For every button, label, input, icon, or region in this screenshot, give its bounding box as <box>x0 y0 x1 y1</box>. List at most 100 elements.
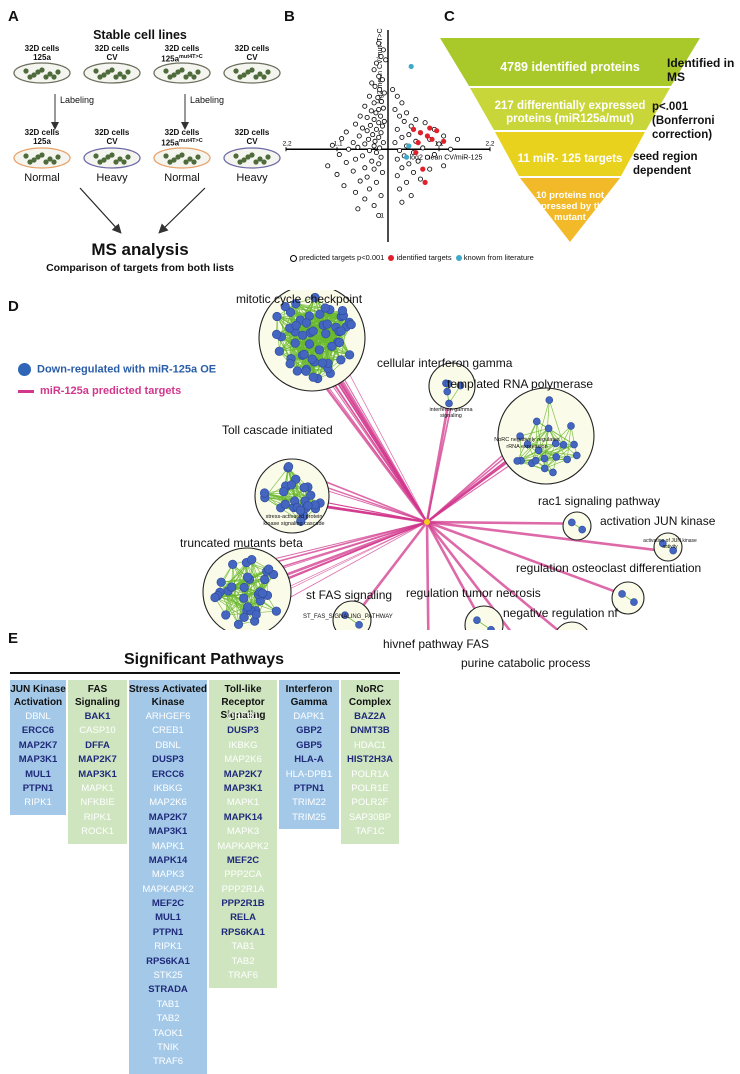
scatter-point-predicted <box>423 121 427 125</box>
dish-top-3 <box>154 63 210 83</box>
gene-node <box>545 425 552 432</box>
gene-name: HDAC1 <box>341 739 399 753</box>
cluster-label-nf: negative regulation nf <box>503 606 618 620</box>
scatter-point-predicted <box>379 131 383 135</box>
gene-node <box>318 359 327 368</box>
gene-name: HLA-A <box>279 753 339 767</box>
gene-name: MAPK14 <box>209 811 277 825</box>
gene-node <box>579 526 586 533</box>
gene-name: MAP2K7 <box>68 753 127 767</box>
gene-node <box>227 583 236 592</box>
scatter-point-predicted <box>395 127 399 131</box>
gene-name: RELA <box>209 911 277 925</box>
predicted-edge-icon <box>18 390 34 393</box>
pathway-column-header: NoRC Complex <box>341 683 399 709</box>
gene-node <box>286 359 295 368</box>
legend-predicted-targets: miR-125a predicted targets <box>18 385 181 397</box>
gene-name: CASP10 <box>68 724 127 738</box>
gene-node <box>302 367 311 376</box>
scatter-point-predicted <box>367 94 371 98</box>
scatter-point-predicted <box>365 175 369 179</box>
gene-name: TNIK <box>129 1041 207 1055</box>
scatter-point-predicted <box>356 145 360 149</box>
gene-name: PPP2R1B <box>209 897 277 911</box>
scatter-point-predicted <box>378 146 382 150</box>
scatter-point-literature <box>404 155 409 160</box>
gene-node <box>309 327 318 336</box>
scatter-point-predicted <box>373 139 377 143</box>
scatter-point-predicted <box>358 114 362 118</box>
scatter-point-predicted <box>381 141 385 145</box>
scatter-point-predicted <box>373 84 377 88</box>
gene-node <box>228 560 237 569</box>
gene-node <box>337 327 346 336</box>
gene-node <box>546 397 553 404</box>
gene-node <box>619 590 626 597</box>
panel-label-e: E <box>8 630 18 647</box>
gene-name: TRAF6 <box>129 1055 207 1069</box>
gene-name: MEF2C <box>209 854 277 868</box>
gene-node <box>243 603 252 612</box>
gene-name: POLR1E <box>341 782 399 796</box>
funnel-side-1: Identified in MS <box>667 56 737 84</box>
scatter-point-predicted <box>395 174 399 178</box>
gene-name: PPP2CA <box>209 868 277 882</box>
gene-name: GBP2 <box>279 724 339 738</box>
gene-name: ERCC6 <box>129 768 207 782</box>
cluster-label-tumor-necrosis: regulation tumor necrosis <box>406 586 541 600</box>
scatter-point-predicted <box>372 117 376 121</box>
gene-name: PTPN1 <box>129 926 207 940</box>
gene-name: TRIM22 <box>279 796 339 810</box>
scatter-point-identified <box>434 128 439 133</box>
scatter-point-predicted <box>393 141 397 145</box>
gene-node <box>356 621 363 628</box>
gene-node <box>315 346 324 355</box>
dish-top-4 <box>224 63 280 83</box>
scatter-point-predicted <box>330 143 334 147</box>
scatter-point-predicted <box>378 114 382 118</box>
legend-identified: identified targets <box>388 253 451 262</box>
gene-name: IKBKG <box>209 739 277 753</box>
gene-name: MAPK3 <box>129 868 207 882</box>
funnel-side-2: p<.001 (Bonferroni correction) <box>652 100 740 142</box>
ms-analysis-subtitle: Comparison of targets from both lists <box>20 262 260 274</box>
gene-name: TAB2 <box>129 1012 207 1026</box>
mir125a-hub-node <box>424 519 430 525</box>
gene-node <box>347 320 356 329</box>
cluster-label-interferon: cellular interferon gamma <box>377 356 512 370</box>
scatter-point-predicted <box>400 166 404 170</box>
scatter-point-predicted <box>411 170 415 174</box>
gene-name: BAZ2A <box>341 710 399 724</box>
legend-literature: known from literature <box>456 253 534 262</box>
scatter-point-predicted <box>368 123 372 127</box>
gene-name: SAP30BP <box>341 811 399 825</box>
scatter-legend: predicted targets p<0.001 identified tar… <box>290 253 534 262</box>
scatter-point-predicted <box>374 127 378 131</box>
gene-name: MAP2K7 <box>10 739 66 753</box>
scatter-point-predicted <box>384 58 388 62</box>
cluster-label-toll: Toll cascade initiated <box>222 423 333 437</box>
gene-node <box>217 578 226 587</box>
cluster-label-osteoclast: regulation osteoclast differentiation <box>516 561 701 575</box>
scatter-point-predicted <box>397 148 401 152</box>
scatter-point-predicted <box>379 155 383 159</box>
scatter-point-predicted <box>377 135 381 139</box>
scatter-point-predicted <box>397 187 401 191</box>
label-normal: Normal <box>142 172 222 184</box>
scatter-point-predicted <box>363 166 367 170</box>
gene-name: RPS6KA1 <box>129 955 207 969</box>
gene-name: TAB2 <box>209 955 277 969</box>
cluster-label-truncated: truncated mutants beta <box>180 536 303 550</box>
gene-node <box>549 469 556 476</box>
gene-node <box>473 617 480 624</box>
scatter-point-predicted <box>374 180 378 184</box>
gene-name: MAPK14 <box>129 854 207 868</box>
cluster-nf <box>554 622 590 630</box>
gene-name: MAPK1 <box>129 840 207 854</box>
scatter-point-predicted <box>365 129 369 133</box>
inner-label-jun: activation of JUN kinase activity <box>641 538 699 550</box>
